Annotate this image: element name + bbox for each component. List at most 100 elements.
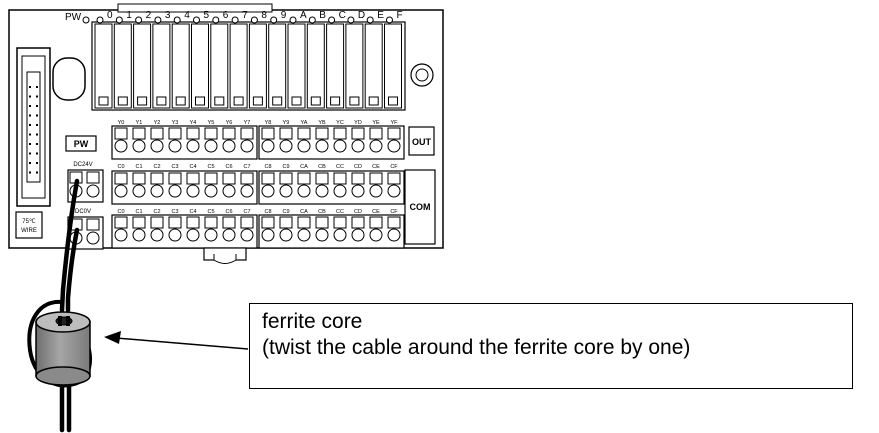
output-terminal-square xyxy=(132,127,146,140)
relay-tab xyxy=(137,96,148,106)
channel-led-label: 9 xyxy=(281,10,287,21)
channel-led xyxy=(115,16,123,24)
relay xyxy=(113,23,132,109)
common-upper-label: CF xyxy=(390,164,398,170)
relay-tab xyxy=(349,96,360,106)
channel-led-label: 1 xyxy=(126,10,132,21)
connector-pin xyxy=(29,124,31,126)
common-upper-terminal-square xyxy=(297,172,311,185)
common-lower-label: CE xyxy=(372,209,380,215)
output-terminal-screw xyxy=(114,139,128,153)
relay-tab xyxy=(195,96,205,106)
ribbon-connector xyxy=(16,47,51,207)
connector-pin xyxy=(36,152,38,155)
common-upper-terminal-square xyxy=(240,172,254,185)
output-label: Y8 xyxy=(265,120,272,126)
output-terminal-square xyxy=(204,127,218,140)
power-terminal-screw xyxy=(86,231,100,245)
channel-led-label: 5 xyxy=(204,10,210,21)
common-lower-terminal-screw xyxy=(315,228,329,242)
connector-pin xyxy=(29,143,31,145)
common-lower-terminal-screw xyxy=(222,228,236,242)
common-lower-label: C7 xyxy=(243,209,250,215)
connector-pin xyxy=(36,86,38,88)
common-lower-label: C3 xyxy=(171,209,178,215)
connector-pin xyxy=(29,114,31,117)
channel-led xyxy=(328,16,336,24)
output-label: Y3 xyxy=(172,120,179,126)
power-terminal-screw xyxy=(86,184,100,198)
common-upper-terminal-screw xyxy=(261,184,275,198)
common-lower-label: C1 xyxy=(135,209,142,215)
dc0v-label: DC0V xyxy=(75,209,91,215)
relay xyxy=(364,23,383,109)
common-lower-terminal-square xyxy=(333,216,347,229)
common-lower-terminal-square xyxy=(279,216,293,229)
common-upper-label: C4 xyxy=(189,164,196,170)
connector-pin xyxy=(29,95,31,98)
common-upper-terminal-screw xyxy=(132,184,146,198)
common-upper-terminal-screw xyxy=(168,184,182,198)
common-lower-label: CF xyxy=(390,209,398,215)
channel-led-label: 4 xyxy=(184,10,190,21)
output-terminal-square xyxy=(240,127,254,140)
output-terminal-screw xyxy=(132,139,146,153)
channel-led-label: F xyxy=(397,10,403,21)
common-lower-terminal-square xyxy=(204,216,218,229)
common-lower-label: CA xyxy=(300,209,308,215)
pw-label-box xyxy=(65,135,97,152)
common-lower-terminal-square xyxy=(186,216,200,229)
output-terminal-screw xyxy=(297,139,311,153)
relay-tab xyxy=(272,96,283,106)
connector-pin xyxy=(36,133,38,136)
common-lower-terminal-square xyxy=(387,216,401,229)
relay-tab xyxy=(98,96,109,106)
relay-tab xyxy=(156,96,167,106)
output-label: YD xyxy=(354,120,362,126)
common-lower-terminal-screw xyxy=(150,228,164,242)
common-lower-terminal-square xyxy=(315,216,329,229)
common-upper-terminal-screw xyxy=(279,184,293,198)
relay xyxy=(268,23,287,109)
relay xyxy=(229,23,248,109)
relay xyxy=(171,23,190,109)
channel-led xyxy=(366,16,374,24)
common-upper-terminal-square xyxy=(315,172,329,185)
common-upper-label: CC xyxy=(336,164,344,170)
relay xyxy=(287,23,306,109)
board-top-tab xyxy=(117,3,273,13)
channel-led-label: 8 xyxy=(261,10,267,21)
channel-led xyxy=(308,16,316,24)
common-upper-label: C7 xyxy=(243,164,250,170)
common-upper-terminal-square xyxy=(261,172,275,185)
output-terminal-square xyxy=(186,127,200,140)
channel-led-label: A xyxy=(300,10,307,21)
connector-pin xyxy=(29,105,31,107)
output-terminal-screw xyxy=(279,139,293,153)
output-terminal-square xyxy=(315,127,329,140)
common-upper-label: C8 xyxy=(264,164,271,170)
common-upper-terminal-square xyxy=(114,172,128,185)
output-terminal-screw xyxy=(261,139,275,153)
channel-led xyxy=(212,16,220,24)
common-lower-terminal-screw xyxy=(186,228,200,242)
common-upper-terminal-screw xyxy=(114,184,128,198)
common-lower-terminal-square xyxy=(351,216,365,229)
output-terminal-screw xyxy=(240,139,254,153)
output-terminal-square xyxy=(369,127,383,140)
wire-rating-box xyxy=(15,211,43,239)
output-label: Y1 xyxy=(136,120,143,126)
relay-tab xyxy=(388,96,398,106)
common-upper-terminal-square xyxy=(387,172,401,185)
relay-tab xyxy=(214,96,225,106)
common-upper-terminal-square xyxy=(279,172,293,185)
ferrite-core-callout: ferrite core (twist the cable around the… xyxy=(249,303,853,389)
output-label: YB xyxy=(318,120,326,126)
output-label: Y5 xyxy=(208,120,215,126)
common-lower-terminal-screw xyxy=(261,228,275,242)
common-upper-terminal-screw xyxy=(186,184,200,198)
output-label: Y7 xyxy=(244,120,251,126)
output-terminal-square xyxy=(222,127,236,140)
power-terminal-square xyxy=(86,171,100,184)
connector-pin xyxy=(29,162,31,164)
